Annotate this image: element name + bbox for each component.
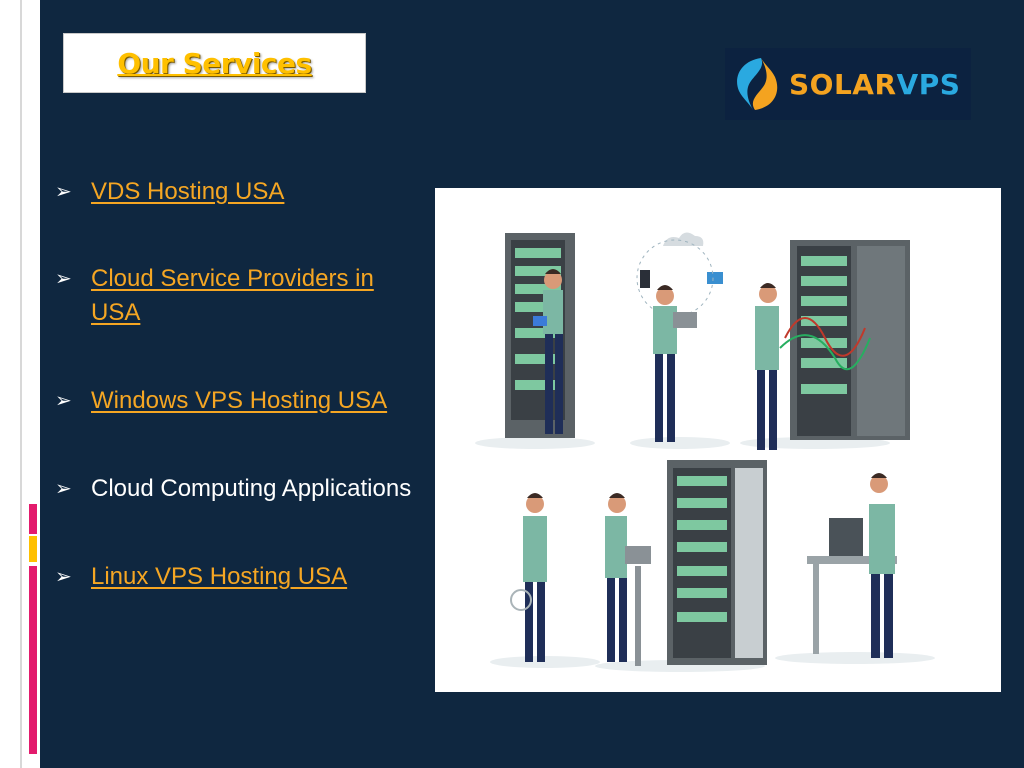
left-decorative-strip (0, 0, 40, 768)
server-room-illustration (435, 188, 1001, 692)
link-linux-vps-hosting[interactable]: Linux VPS Hosting USA (91, 563, 348, 590)
page-title: Our Services (117, 46, 312, 80)
list-item: ➢ Cloud Service Providers in USA (55, 262, 415, 330)
list-item: ➢ VDS Hosting USA (55, 175, 415, 209)
link-cloud-service-providers[interactable]: Cloud Service Providers in USA (91, 265, 374, 326)
list-item: ➢ Windows VPS Hosting USA (55, 384, 415, 418)
strip-line (20, 0, 22, 768)
list-item: ➢ Cloud Computing Applications (55, 472, 415, 506)
arrow-bullet-icon: ➢ (55, 566, 72, 588)
solarvps-logo: SOLARVPS (725, 48, 971, 120)
strip-bar-pink-top (29, 504, 37, 534)
server-room-people-illustration (475, 232, 935, 672)
text-cloud-computing-applications: Cloud Computing Applications (91, 475, 412, 502)
logo-text-vps: VPS (896, 67, 961, 101)
strip-bar-pink-bottom (29, 566, 37, 754)
arrow-bullet-icon: ➢ (55, 181, 72, 203)
services-list: ➢ VDS Hosting USA ➢ Cloud Service Provid… (55, 175, 415, 594)
title-box: Our Services (63, 33, 366, 93)
logo-text-solar: SOLAR (789, 67, 897, 101)
logo-swirl-icon (737, 58, 778, 110)
link-windows-vps-hosting[interactable]: Windows VPS Hosting USA (91, 387, 388, 414)
arrow-bullet-icon: ➢ (55, 478, 72, 500)
arrow-bullet-icon: ➢ (55, 390, 72, 412)
list-item: ➢ Linux VPS Hosting USA (55, 560, 415, 594)
strip-bar-yellow (29, 536, 37, 562)
link-vds-hosting-usa[interactable]: VDS Hosting USA (91, 178, 285, 205)
logo-wordmark: SOLARVPS (789, 68, 960, 101)
arrow-bullet-icon: ➢ (55, 268, 72, 290)
